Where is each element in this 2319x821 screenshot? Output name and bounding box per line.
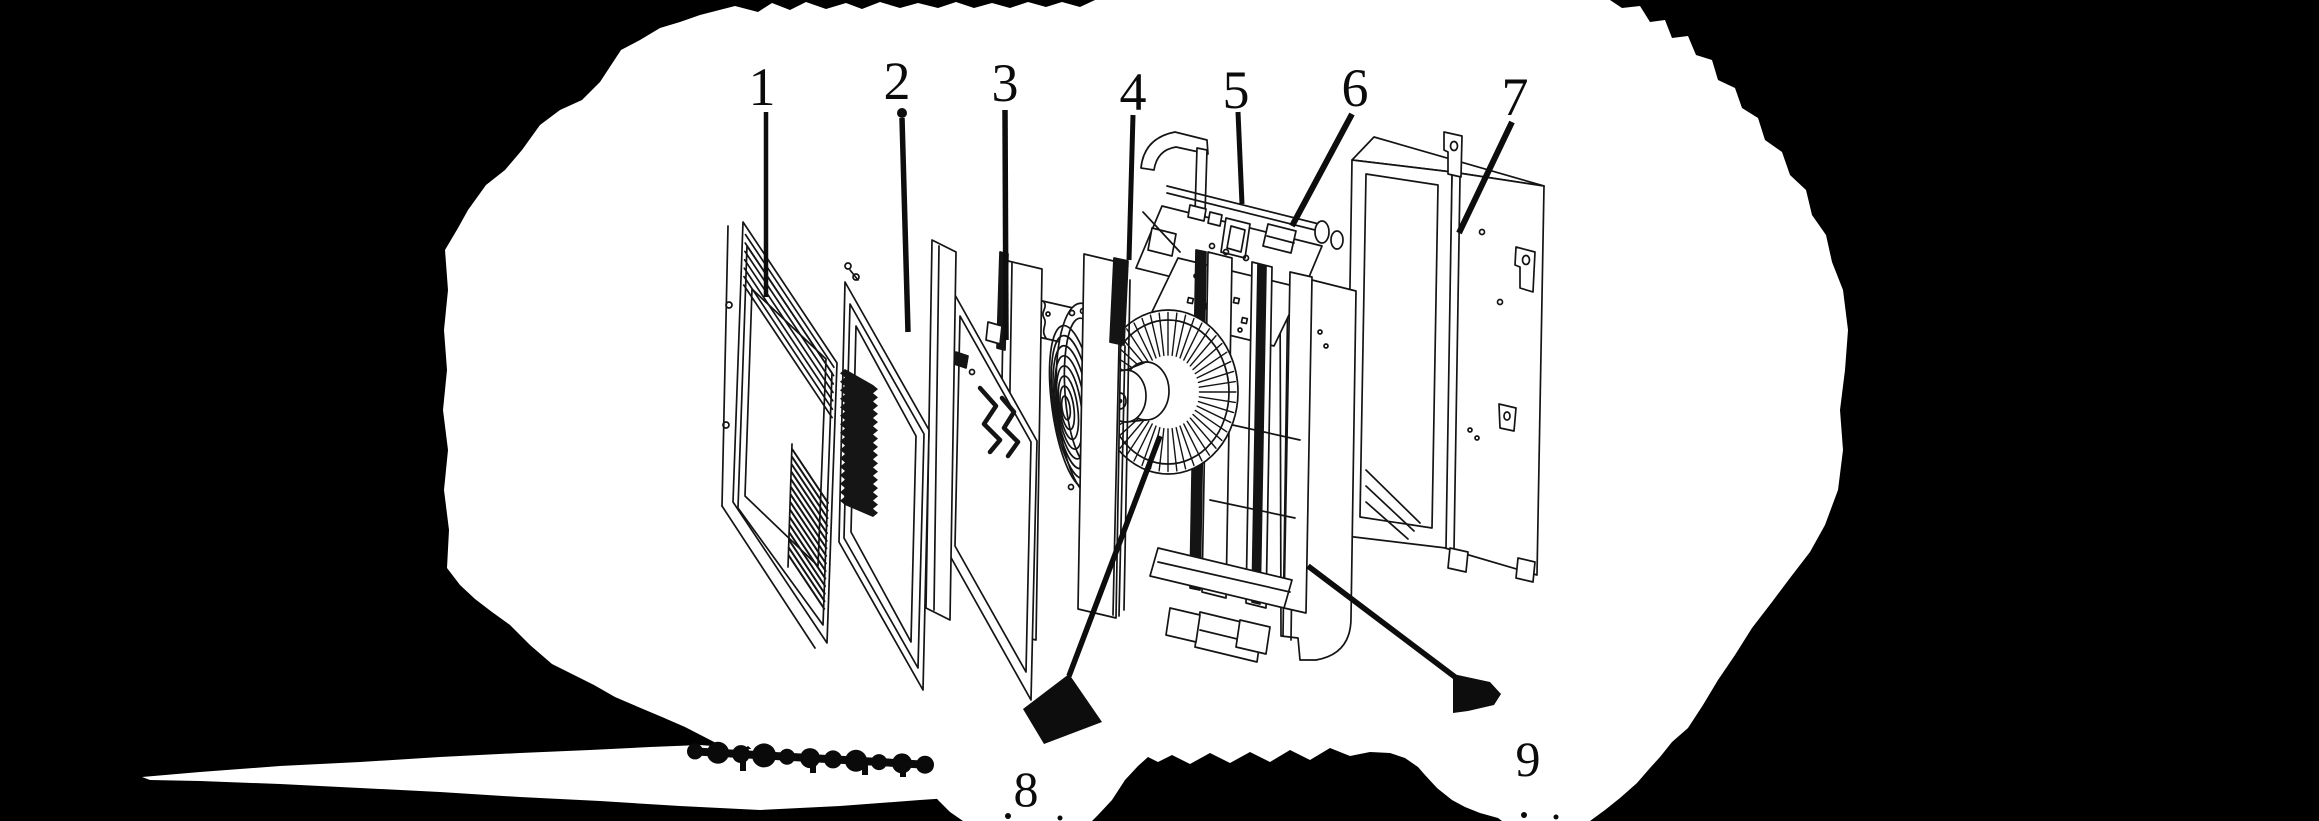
seal-strip-drawing <box>1077 253 1131 619</box>
leader-dot <box>897 108 907 118</box>
leader-line <box>1002 109 1009 341</box>
part-callout-5: 5 <box>1223 60 1250 205</box>
part-callout-3: 3 <box>992 53 1019 341</box>
leader-line <box>1235 111 1245 205</box>
part-number-label: 6 <box>1342 58 1369 118</box>
terminal-box-icon <box>1262 223 1297 254</box>
part-number-label: 8 <box>1014 761 1039 817</box>
part-number-label: 1 <box>749 57 776 117</box>
masked-text-fragments <box>687 741 1559 821</box>
part-number-label: 9 <box>1516 731 1541 787</box>
part-callout-2: 2 <box>884 51 911 333</box>
part-number-label: 2 <box>884 51 911 111</box>
leader-line <box>1289 112 1355 228</box>
part-callout-8: 8 <box>1014 435 1163 817</box>
part-callout-1: 1 <box>749 57 776 297</box>
part-callout-9: 9 <box>1306 563 1541 787</box>
callouts-layer: 1 2 3 4 5 6 7 8 9 <box>749 51 1541 817</box>
part-callout-7: 7 <box>1456 67 1529 235</box>
part-callout-6: 6 <box>1289 58 1369 228</box>
part-number-label: 3 <box>992 53 1019 113</box>
tear-marks <box>977 385 1021 459</box>
part-number-label: 5 <box>1223 60 1250 120</box>
leader-line <box>1306 563 1457 680</box>
part-callout-4: 4 <box>1120 62 1147 261</box>
leader-line <box>899 117 911 333</box>
part-number-label: 4 <box>1120 62 1147 122</box>
part-number-label: 7 <box>1502 67 1529 127</box>
leader-line <box>1066 435 1163 677</box>
thin-plank-drawing <box>925 239 957 621</box>
leader-arrow-wedge <box>1453 674 1501 713</box>
rear-housing-drawing <box>1345 131 1545 583</box>
transformer-icon <box>1220 217 1251 259</box>
filter-frame-drawing <box>838 262 930 691</box>
leader-arrow-wedge <box>1023 674 1102 744</box>
leader-line <box>1456 120 1515 235</box>
leader-line <box>1126 114 1136 261</box>
front-grille-drawing <box>721 221 838 649</box>
mounting-bracket-icon <box>1443 131 1536 432</box>
